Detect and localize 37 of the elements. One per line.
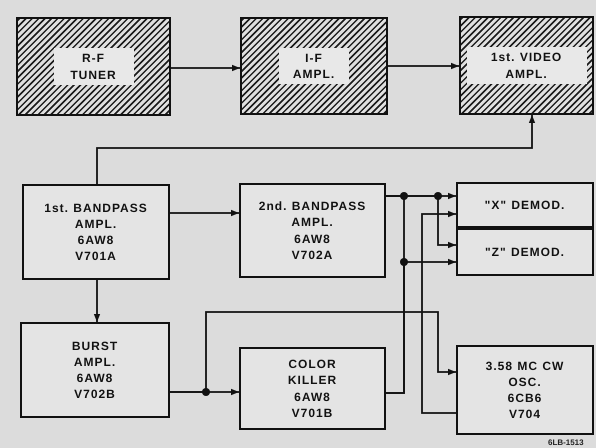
block-box [20,322,170,418]
block-box [239,183,386,278]
block-label: COLOR KILLER [286,356,338,388]
block-label: V701A [75,248,117,264]
connector-arrow [170,210,239,216]
block-box [459,16,594,115]
block-label: V702B [74,386,116,402]
block-label: I-F AMPL. [279,48,349,84]
block-box [456,182,594,228]
connector-arrow [421,210,456,414]
block-label: 2nd. BANDPASS AMPL. [258,198,368,230]
block-box [22,184,170,280]
block-label: "X" DEMOD. [484,196,566,214]
block-label: 6AW8 [294,388,331,405]
block-label: "Z" DEMOD. [484,244,566,260]
block-label: 1st. BANDPASS AMPL. [43,200,149,232]
block-label: BURST AMPL. [70,338,120,370]
block-label: 6AW8 [78,232,114,248]
block-label: V701B [292,404,334,421]
block-box [456,228,594,276]
block-box [240,17,388,115]
connector-arrow [170,311,456,393]
block-box [456,345,594,435]
block-label: 6CB6 [508,390,542,406]
block-box [16,17,171,116]
connector-arrow [94,280,100,322]
block-label: V702A [292,246,334,263]
block-label: 6AW8 [294,230,331,247]
connector-arrow [388,62,459,70]
block-box [239,347,386,430]
block-label: 3.58 MC CW OSC. [485,358,565,390]
block-label: V704 [508,406,542,422]
block-label: R-F TUNER [54,48,134,85]
block-label: 1st. VIDEO AMPL. [466,47,586,84]
connector-arrow [171,64,240,72]
connector-arrow [96,115,536,184]
block-label: 6AW8 [76,370,114,386]
